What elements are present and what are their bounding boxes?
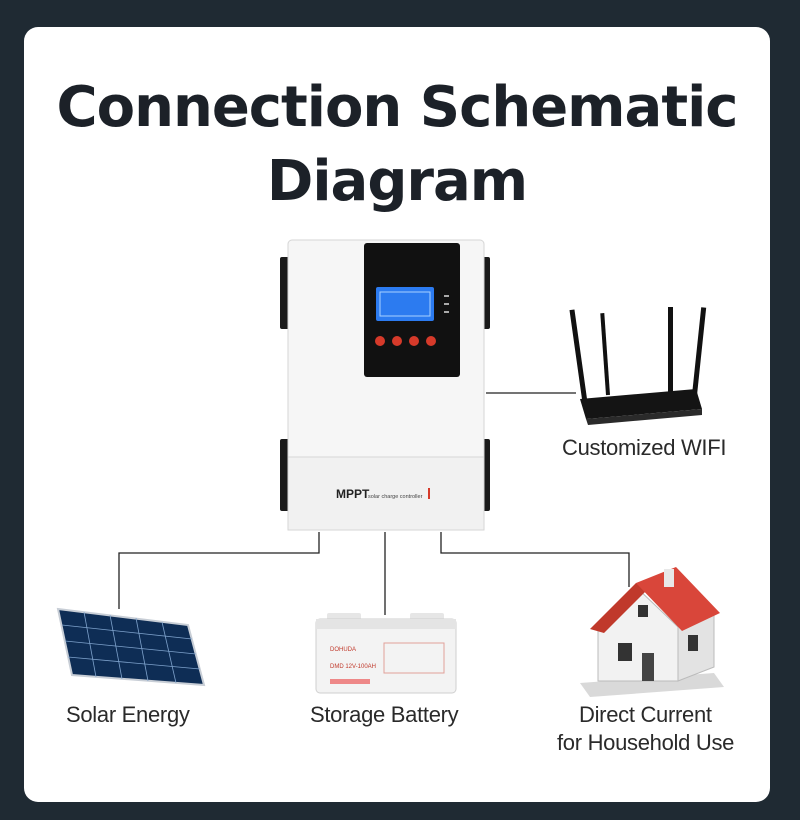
household-house [580,567,724,697]
solar-label: Solar Energy [66,702,190,727]
grid-line [64,640,197,655]
button-4 [426,336,436,346]
antenna-4 [692,307,707,396]
antenna-3 [668,307,673,393]
grid-line [83,611,97,678]
router-body [580,389,702,419]
title-line-2: Diagram [266,149,528,214]
grid-line [135,617,149,682]
solar-frame [56,607,206,687]
solar-connector [118,532,320,609]
wifi-label: Customized WIFI [562,435,727,460]
storage-battery: DOHUDA DMD 12V-100AH [315,613,457,694]
button-1 [375,336,385,346]
grid-line [109,614,123,680]
house-base [580,673,724,697]
button-2 [392,336,402,346]
antenna-1 [569,309,587,400]
house-window-attic [638,605,648,617]
mppt-controller: MPPT solar charge controller [280,239,490,531]
house-roof-main [636,567,720,631]
grid-line [161,621,177,684]
grid-line [61,624,193,640]
indicator-1 [444,295,449,297]
battery-lid [316,619,456,629]
lcd-detail [379,291,431,317]
device-subtitle: solar charge controller [368,494,423,500]
house-door [642,653,654,681]
connector-lines [118,392,630,615]
house-window-2 [688,635,698,651]
household-label-line-1: Direct Current [579,702,712,727]
indicator-2 [444,303,449,305]
wifi-router [569,307,707,425]
household-connector [440,532,630,587]
diagram-card: Connection Schematic Diagram [24,27,770,802]
battery-spec: DMD 12V-100AH [330,664,376,670]
button-3 [409,336,419,346]
lcd-screen [376,287,434,321]
house-window-1 [618,643,632,661]
battery-stripe [330,679,370,684]
device-accent [428,488,430,499]
title-line-1: Connection Schematic [56,75,739,140]
page-title: Connection Schematic Diagram [24,71,770,219]
household-label-line-2: for Household Use [557,730,735,755]
battery-label: Storage Battery [310,702,459,727]
schematic-diagram: MPPT solar charge controller [56,239,724,697]
indicator-3 [444,311,449,313]
solar-panel [56,607,206,687]
antenna-2 [600,313,610,396]
battery-label-box [383,642,445,674]
router-edge [586,409,702,425]
controller-lower-panel [287,456,485,531]
house-chimney [664,569,674,587]
house-roof-left [590,583,650,633]
device-brand: MPPT [336,487,370,501]
battery-brand: DOHUDA [330,647,356,653]
solar-cell-grid [61,611,201,684]
grid-line [67,656,201,670]
